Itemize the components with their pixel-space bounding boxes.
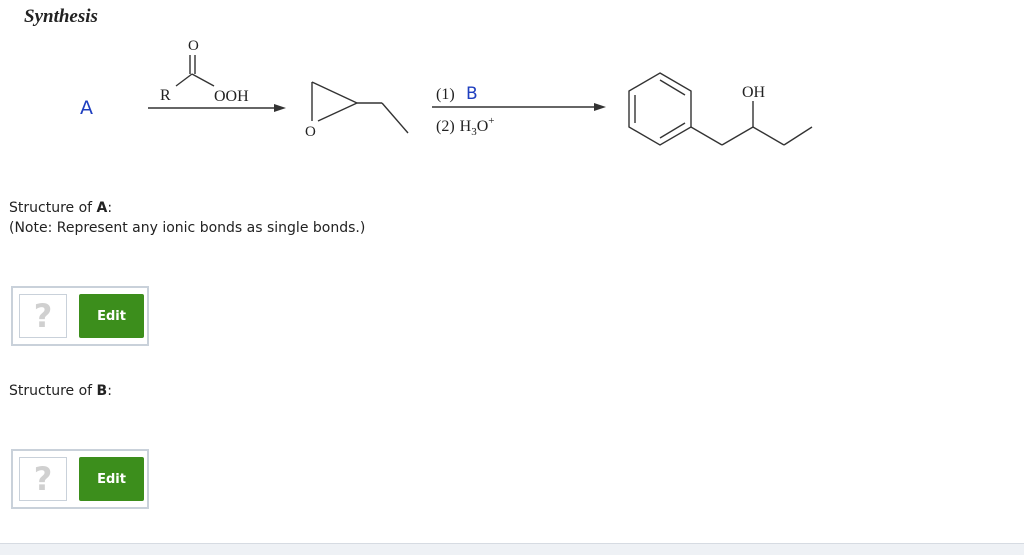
step-1-number: (1) — [436, 86, 455, 103]
structure-b-prefix: Structure of — [9, 383, 97, 399]
scheme-title: Synthesis — [24, 6, 98, 27]
step-2-reagent: (2)H3O+ — [436, 115, 495, 138]
answer-box-b: ? Edit — [11, 449, 149, 509]
structure-a-suffix: : — [107, 200, 113, 216]
edit-structure-b-button[interactable]: Edit — [79, 457, 144, 501]
reagent-ooh: OOH — [214, 88, 249, 105]
structure-a-placeholder[interactable]: ? — [19, 294, 67, 338]
reaction-arrow-2 — [432, 103, 606, 111]
structure-b-placeholder[interactable]: ? — [19, 457, 67, 501]
structure-b-label: Structure of B: — [9, 383, 112, 399]
epoxide-structure — [311, 81, 409, 134]
bottom-toolbar — [0, 543, 1024, 555]
structure-b-suffix: : — [107, 383, 112, 399]
structure-a-letter: A — [96, 200, 108, 216]
edit-structure-a-button[interactable]: Edit — [79, 294, 144, 338]
ionic-bond-note: (Note: Represent any ionic bonds as sing… — [9, 220, 366, 236]
structure-a-label: Structure of A: — [9, 200, 112, 216]
reagent-r-group: R — [160, 87, 171, 104]
reagent-b-label: B — [466, 84, 478, 104]
carbonyl-oxygen: O — [188, 38, 199, 54]
product-hydroxyl: OH — [742, 84, 766, 101]
reaction-scheme: Synthesis A O R OOH O (1) B (2)H3O+ — [24, 6, 813, 146]
peracid-structure — [175, 55, 215, 87]
compound-a-label: A — [80, 97, 93, 119]
answer-box-a: ? Edit — [11, 286, 149, 346]
structure-a-prefix: Structure of — [9, 200, 97, 216]
reaction-arrow-1 — [148, 104, 286, 112]
epoxide-oxygen: O — [305, 124, 316, 140]
product-structure — [628, 72, 813, 146]
structure-b-letter: B — [96, 383, 108, 399]
